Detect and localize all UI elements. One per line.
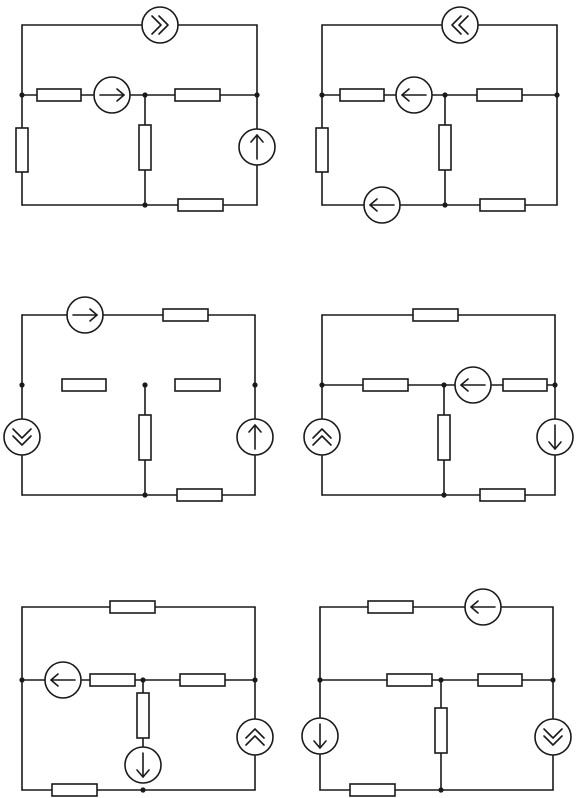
voltage-source	[124, 746, 162, 784]
resistor	[136, 692, 150, 739]
junction-node	[438, 787, 444, 793]
current-source	[441, 6, 479, 44]
junction-node	[19, 382, 25, 388]
resistor	[51, 783, 98, 797]
current-source	[303, 418, 341, 456]
double-chevron-icon	[543, 728, 563, 746]
voltage-source	[238, 128, 276, 166]
double-chevron-icon	[451, 15, 469, 35]
resistor	[339, 88, 385, 102]
junction-node	[442, 92, 448, 98]
junction-node	[319, 382, 325, 388]
voltage-source	[454, 366, 492, 404]
resistor	[138, 414, 152, 461]
voltage-source	[395, 76, 433, 114]
arrow-icon	[248, 424, 262, 450]
junction-node	[140, 787, 146, 793]
double-chevron-icon	[12, 428, 32, 446]
double-chevron-icon	[151, 15, 169, 35]
arrow-icon	[99, 88, 125, 102]
resistor	[434, 707, 448, 754]
resistor	[367, 600, 414, 614]
junction-node	[19, 677, 25, 683]
resistor	[438, 124, 452, 171]
junction-node	[19, 92, 25, 98]
circuit-1	[15, 6, 276, 212]
resistor	[412, 308, 459, 322]
resistor	[89, 673, 136, 687]
voltage-source	[44, 661, 82, 699]
current-source	[236, 718, 274, 756]
resistor	[15, 127, 29, 173]
junction-node	[254, 92, 260, 98]
resistor	[36, 88, 82, 102]
double-chevron-icon	[312, 428, 332, 446]
resistor	[502, 378, 548, 392]
arrow-icon	[460, 378, 486, 392]
circuit-2	[315, 6, 560, 224]
voltage-source	[536, 418, 574, 456]
resistor	[174, 88, 221, 102]
junction-node	[252, 677, 258, 683]
junction-node	[142, 92, 148, 98]
resistor	[479, 198, 526, 212]
voltage-source	[301, 717, 339, 755]
resistor	[362, 378, 409, 392]
voltage-source	[464, 588, 502, 626]
junction-node	[252, 382, 258, 388]
resistor	[138, 124, 152, 171]
junction-node	[317, 677, 323, 683]
arrow-icon	[250, 134, 264, 160]
voltage-source	[363, 186, 401, 224]
junction-node	[142, 492, 148, 498]
junction-node	[142, 382, 148, 388]
resistor	[349, 783, 396, 797]
arrow-icon	[136, 752, 150, 778]
junction-node	[438, 677, 444, 683]
resistor	[174, 378, 221, 392]
voltage-source	[236, 418, 274, 456]
junction-node	[441, 382, 447, 388]
junction-node	[441, 492, 447, 498]
resistor	[179, 673, 226, 687]
junction-node	[554, 92, 560, 98]
resistor	[476, 88, 523, 102]
arrow-icon	[401, 88, 427, 102]
arrow-icon	[548, 424, 562, 450]
resistor	[386, 673, 433, 687]
junction-node	[550, 677, 556, 683]
arrow-icon	[313, 723, 327, 749]
arrow-icon	[369, 198, 395, 212]
junction-node	[442, 202, 448, 208]
arrow-icon	[50, 673, 76, 687]
junction-node	[142, 202, 148, 208]
circuit-3	[3, 296, 274, 502]
arrow-icon	[470, 600, 496, 614]
resistor	[477, 673, 523, 687]
resistor	[479, 488, 526, 502]
resistor	[177, 198, 224, 212]
circuit-6	[301, 588, 572, 797]
resistor	[315, 127, 329, 173]
resistor	[176, 488, 223, 502]
resistor	[162, 308, 209, 322]
junction-node	[140, 677, 146, 683]
current-source	[141, 6, 179, 44]
junction-node	[319, 92, 325, 98]
resistor	[437, 414, 451, 461]
arrow-icon	[72, 308, 98, 322]
resistor	[109, 600, 156, 614]
resistor	[61, 378, 107, 392]
circuit-4	[303, 308, 574, 502]
voltage-source	[93, 76, 131, 114]
current-source	[534, 718, 572, 756]
current-source	[3, 418, 41, 456]
voltage-source	[66, 296, 104, 334]
double-chevron-icon	[245, 728, 265, 746]
junction-node	[552, 382, 558, 388]
circuit-5	[19, 600, 274, 797]
